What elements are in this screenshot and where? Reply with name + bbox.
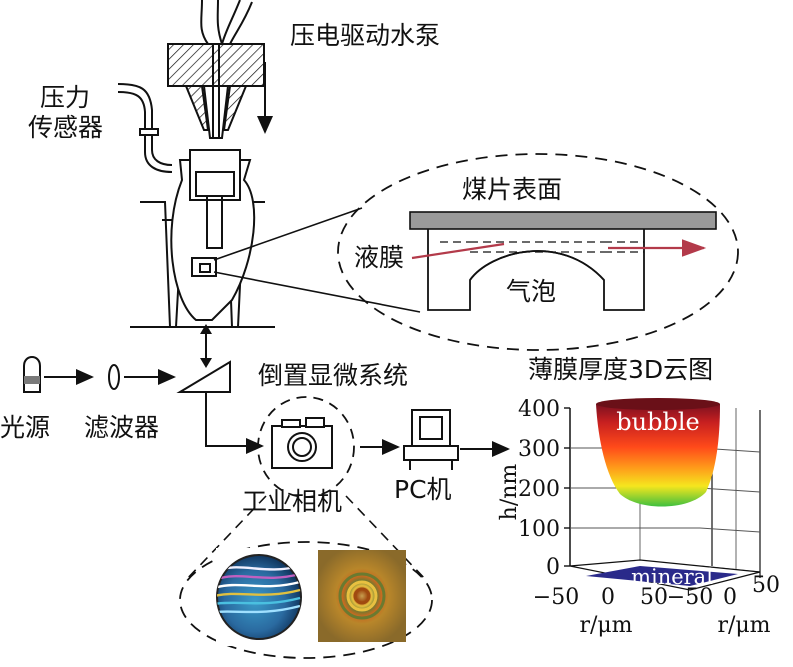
z-tick-0: 0 — [546, 555, 560, 580]
magnified-view — [337, 153, 739, 351]
prism-icon — [176, 360, 231, 393]
camera-dashed-ring — [257, 396, 355, 498]
camera-images — [179, 495, 433, 659]
coal-surface-label: 煤片表面 — [462, 175, 563, 204]
x-tick-0: 0 — [601, 585, 615, 610]
y-tick-neg50: −50 — [667, 585, 713, 610]
y-axis-label: r/μm — [717, 613, 770, 638]
pressure-sensor-tube — [117, 83, 173, 173]
y-tick-50: 50 — [752, 573, 780, 598]
y-tick-0: 0 — [723, 585, 737, 610]
bubble-surface — [596, 404, 720, 507]
callout-line-bottom — [213, 271, 421, 313]
z-axis-label: h/nm — [497, 464, 522, 521]
vertical-double-arrow — [200, 324, 212, 368]
z-tick-400: 400 — [518, 397, 560, 422]
pump-label: 压电驱动水泵 — [290, 21, 441, 50]
z-tick-300: 300 — [518, 437, 560, 462]
callout-line-top — [213, 207, 363, 261]
interference-image-orange — [318, 550, 406, 642]
pump-assembly — [167, 0, 265, 139]
z-tick-100: 100 — [518, 517, 560, 542]
camera-icon — [271, 417, 333, 469]
mineral-plane — [586, 566, 738, 586]
light-source-label: 光源 — [0, 413, 51, 442]
mineral-annotation: mineral — [631, 565, 713, 589]
bubble-outline — [469, 250, 605, 281]
bubble-label: 气泡 — [506, 277, 557, 306]
pressure-sensor-label-1: 压力 — [40, 83, 91, 112]
camera-label: 工业相机 — [242, 487, 343, 516]
light-source-icon — [23, 356, 41, 393]
x-tick-neg50: −50 — [533, 585, 579, 610]
film-3d-title: 薄膜厚度3D云图 — [528, 355, 714, 384]
bubble-annotation: bubble — [616, 408, 699, 436]
thickness-3d-plot: 400 300 200 100 0 −50 0 50 −50 0 50 bubb… — [497, 397, 780, 638]
pc-icon — [403, 409, 459, 470]
coal-plate — [409, 211, 717, 230]
pump-block — [167, 43, 265, 87]
x-tick-50: 50 — [640, 585, 668, 610]
film-pointer-arrow — [411, 242, 505, 260]
pc-label: PC机 — [394, 475, 452, 504]
measurement-cell — [130, 149, 275, 328]
inverted-microscope-label: 倒置显微系统 — [258, 361, 409, 390]
optical-path — [23, 356, 264, 454]
pressure-sensor-label-2: 传感器 — [28, 113, 104, 142]
z-tick-200: 200 — [518, 477, 560, 502]
filter-lens-icon — [108, 364, 120, 390]
filter-label: 滤波器 — [84, 413, 160, 442]
x-axis-label: r/μm — [579, 613, 632, 638]
liquid-film-label: 液膜 — [354, 243, 405, 272]
